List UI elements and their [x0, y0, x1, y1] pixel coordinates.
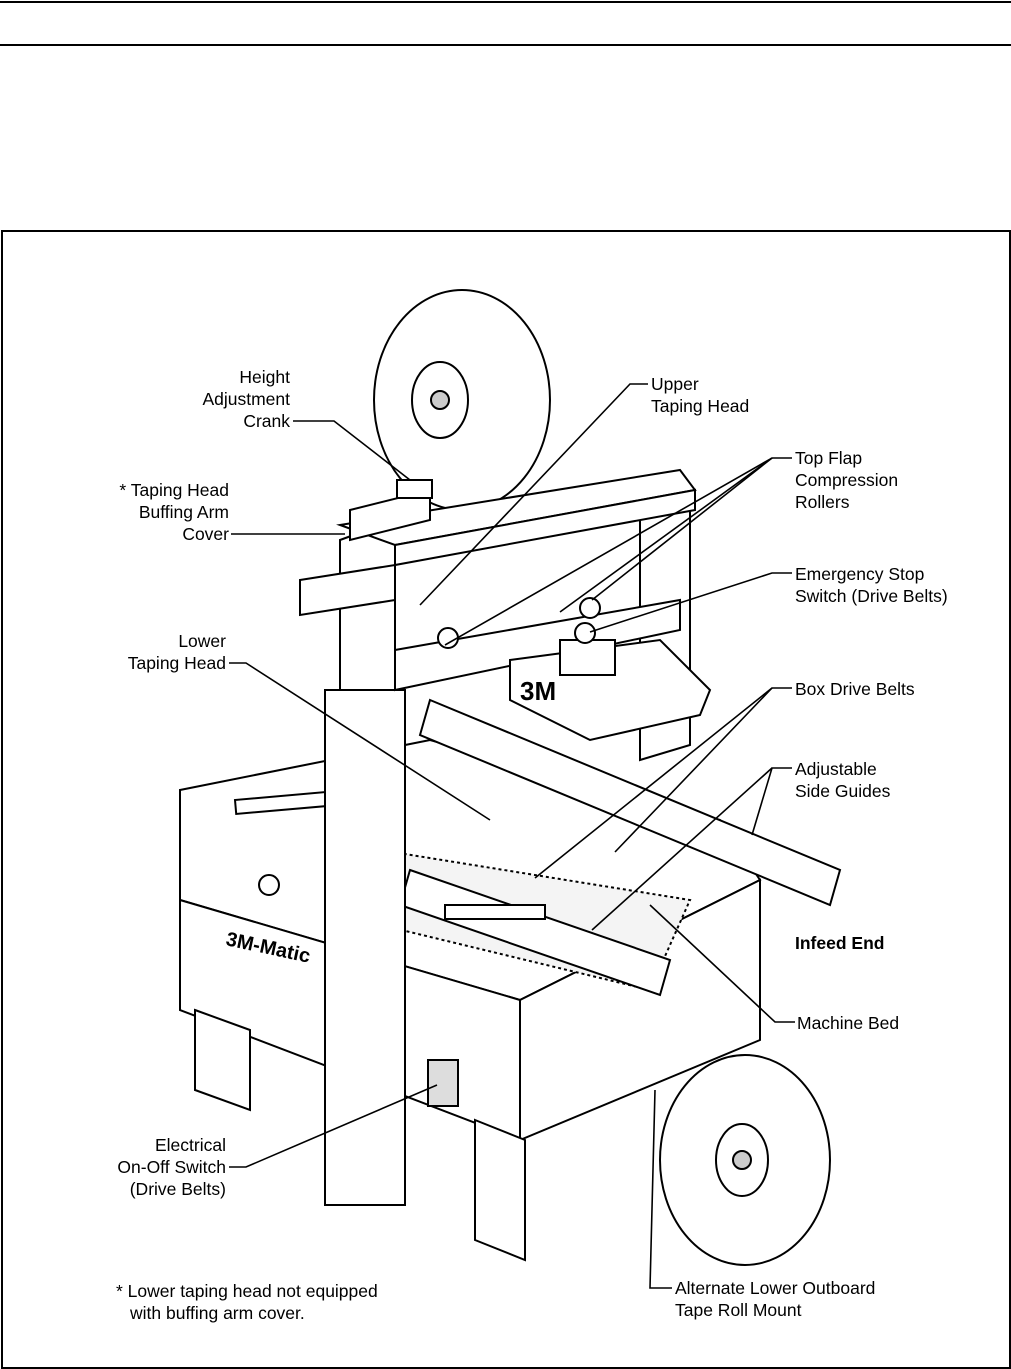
leader-outboard — [649, 1089, 672, 1289]
label-machine-bed: Machine Bed — [797, 1013, 900, 1033]
header-rule-top — [0, 1, 1011, 3]
leader-lines — [229, 383, 795, 1289]
header-rule-bottom — [0, 44, 1011, 46]
leader-electrical — [229, 1084, 438, 1168]
upper-taping-head: 3M — [437, 597, 712, 742]
head-logo: 3M — [520, 676, 556, 706]
upper-frame — [299, 468, 697, 692]
upper-tape-roll — [373, 289, 551, 511]
leader-side-guides — [751, 767, 792, 836]
leader-emergency — [589, 572, 792, 633]
leader-lower-head — [229, 662, 491, 821]
label-infeed-end: Infeed End — [795, 933, 885, 953]
leader-machine-bed — [649, 904, 795, 1023]
leader-upper-head — [419, 383, 648, 606]
label-box-drive-belts: Box Drive Belts — [795, 679, 915, 699]
leader-height-crank — [293, 420, 411, 481]
lower-tape-roll — [659, 1054, 831, 1266]
